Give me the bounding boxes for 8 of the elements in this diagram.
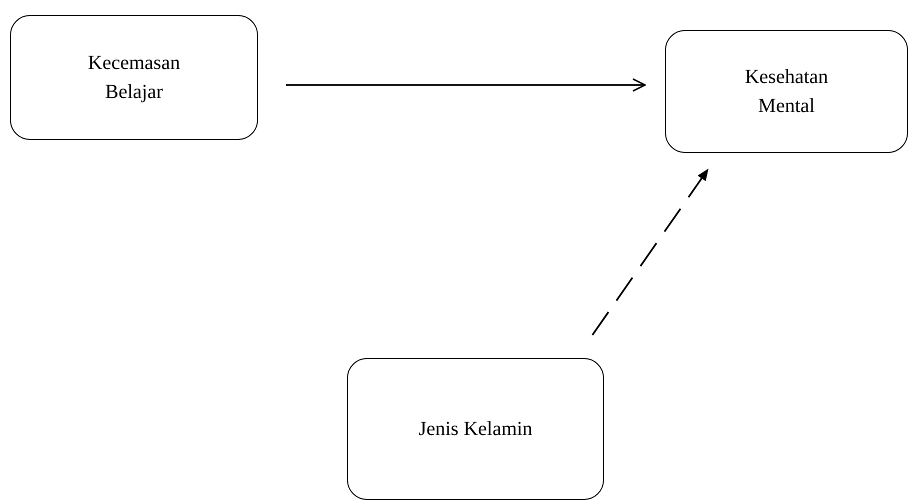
rounded-box bbox=[10, 15, 258, 140]
rounded-box bbox=[347, 358, 604, 500]
node-label: Kesehatan Mental bbox=[744, 64, 830, 118]
node-label: Jenis Kelamin bbox=[418, 416, 534, 442]
dashed-arrow bbox=[592, 168, 709, 336]
arrow bbox=[286, 78, 646, 92]
node-label: Kecemasan Belajar bbox=[86, 50, 182, 104]
rounded-box bbox=[665, 30, 908, 153]
